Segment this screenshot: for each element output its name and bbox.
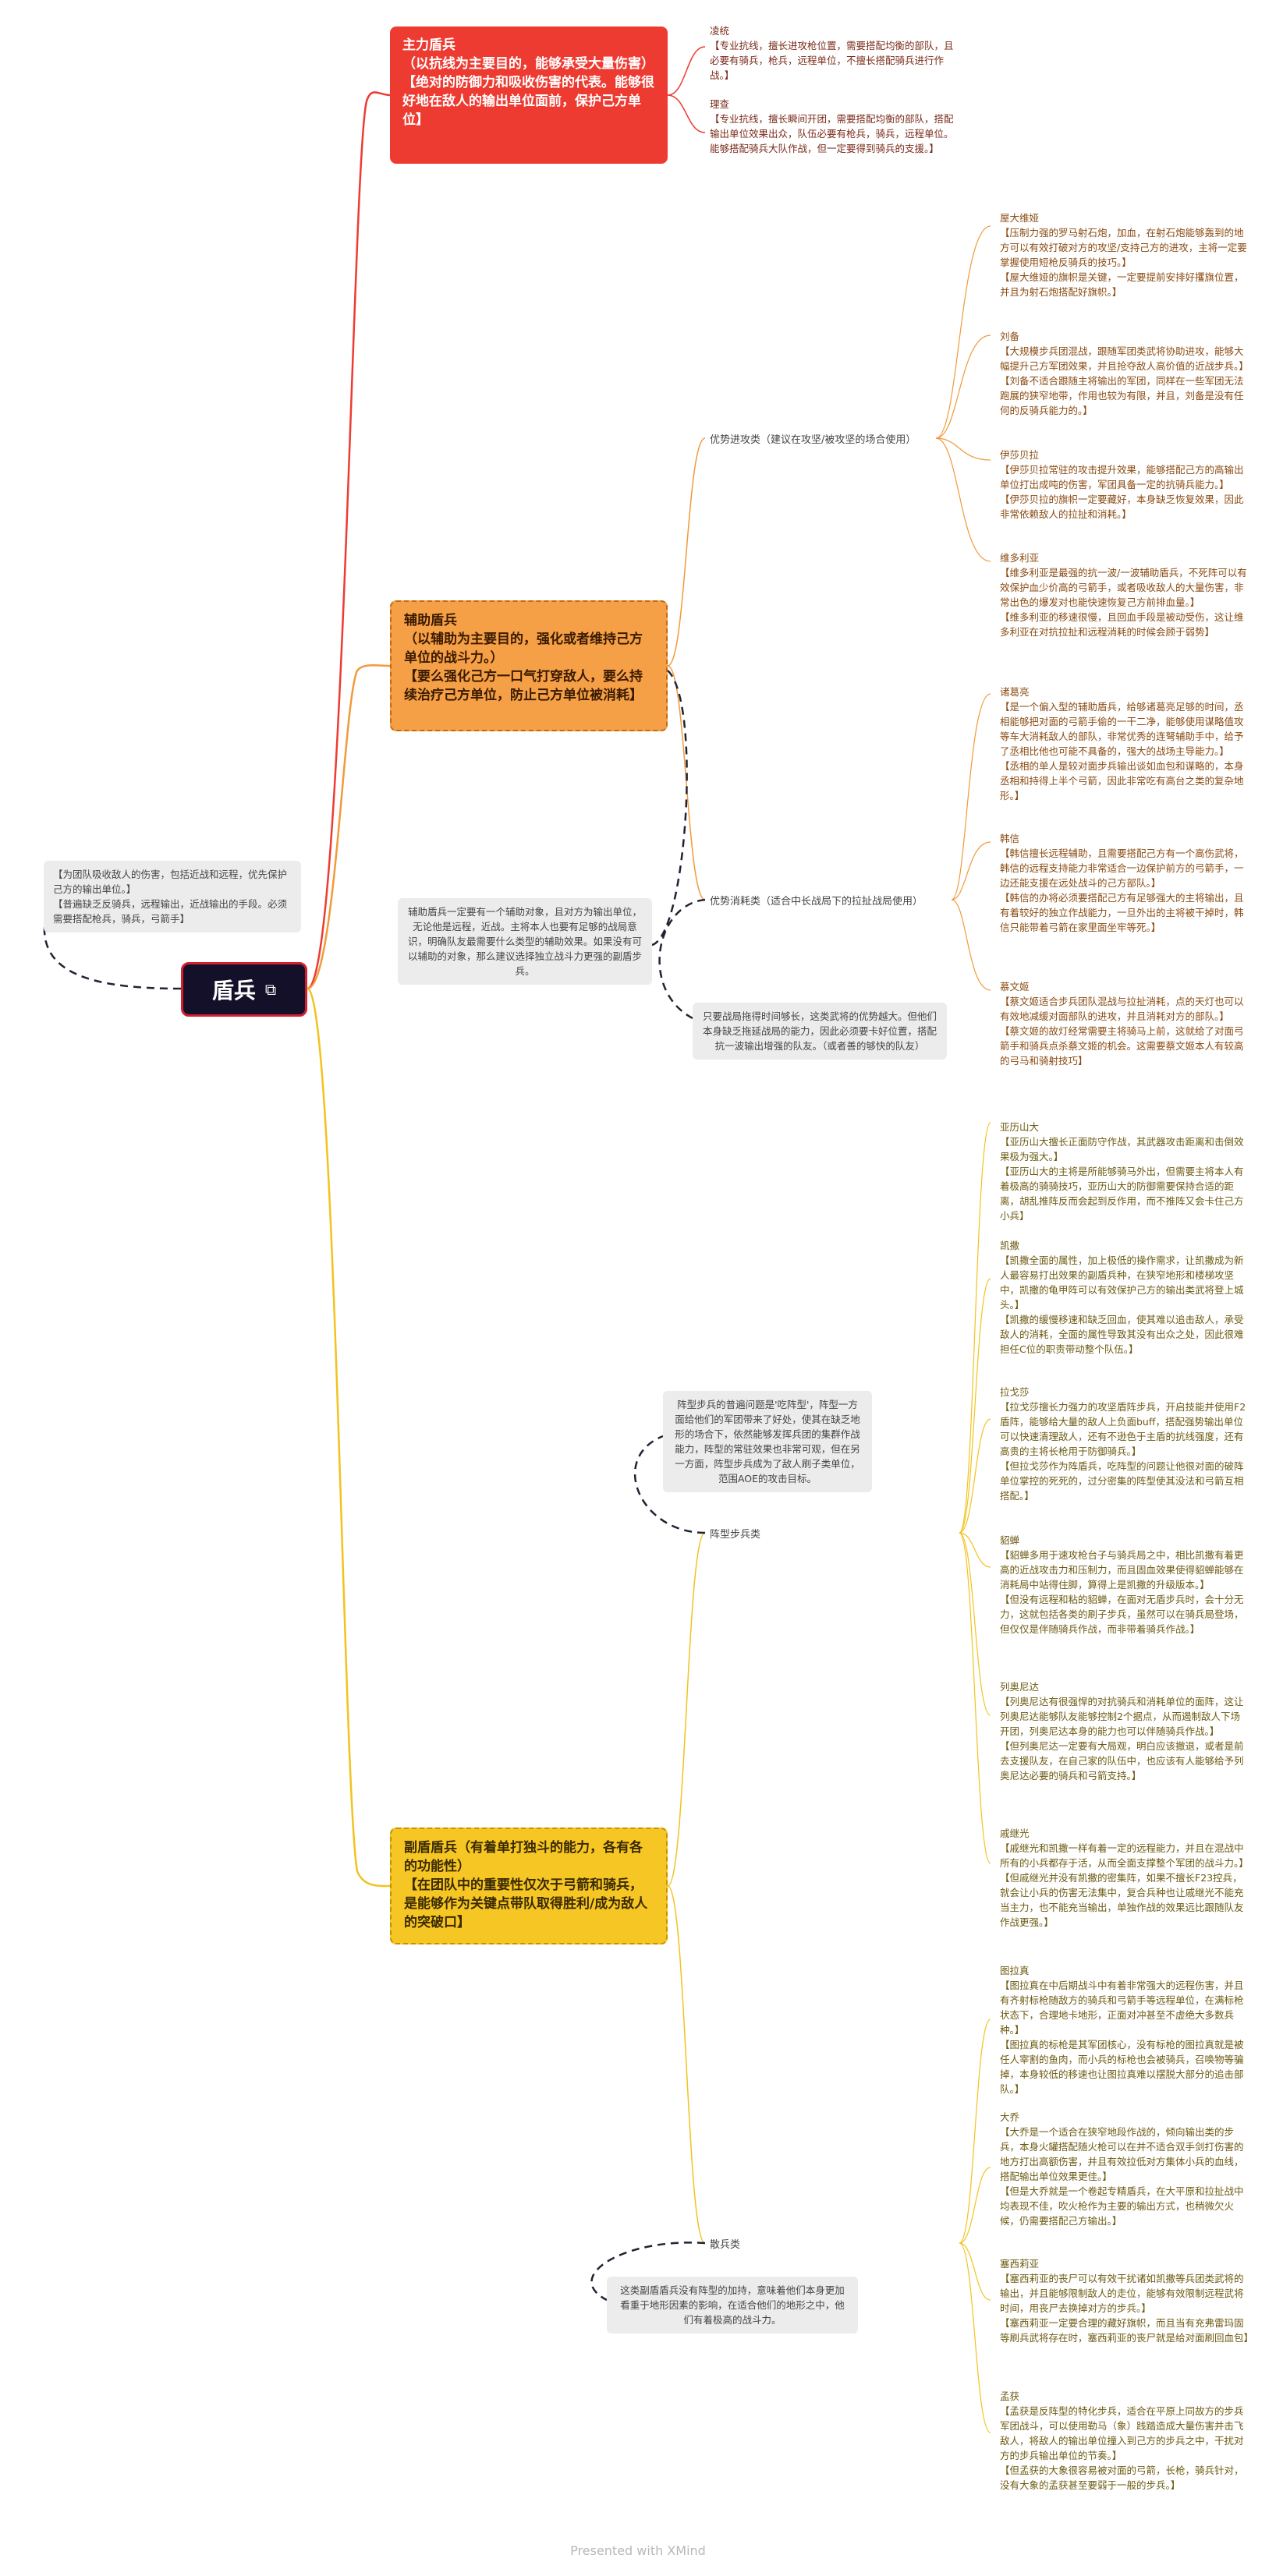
leaf-caesar[interactable]: 凯撒 【凯撒全面的属性，加上极低的操作需求，让凯撒成为新人最容易打出效果的副盾兵…: [1000, 1240, 1244, 1355]
m3-note-loose: 这类副盾盾兵没有阵型的加持，意味着他们本身更加看重于地形因素的影响，在适合他们的…: [607, 2277, 858, 2334]
leaf-trajan[interactable]: 图拉真 【图拉真在中后期战斗中有着非常强大的远程伤害，并且有齐射标枪随敌方的骑兵…: [1000, 1965, 1244, 2095]
sub-formation[interactable]: 阵型步兵类: [710, 1529, 761, 1541]
leaf-seondeok[interactable]: 塞西莉亚 【塞西莉亚的丧尸可以有效干扰诸如凯撒等兵团类武将的输出，并且能够限制敌…: [1000, 2258, 1254, 2344]
sub-sustain[interactable]: 优势消耗类（适合中长战局下的拉扯战局使用）: [710, 896, 923, 908]
m2-note-connector: [651, 670, 688, 947]
main-topic-support-shield[interactable]: 辅助盾兵 （以辅助为主要目的，强化或者维持己方单位的战斗力。） 【要么强化己方一…: [390, 600, 668, 731]
leaf-zhugeliang[interactable]: 诸葛亮 【是一个偏入型的辅助盾兵，给够诸葛亮足够的时间，丞相能够把对面的弓箭手偷…: [1000, 686, 1244, 801]
main-topic-secondary-shield[interactable]: 副盾盾兵（有着单打独斗的能力，各有各的功能性） 【在团队中的重要性仅次于弓箭和骑…: [390, 1828, 668, 1944]
m2-note-left: 辅助盾兵一定要有一个辅助对象，且对方为输出单位，无论他是远程，近战。主将本人也要…: [398, 898, 652, 985]
leaf-hanxin[interactable]: 韩信 【韩信擅长远程辅助，且需要搭配己方有一个高伤武将，韩信的远程支持能力非常适…: [1000, 833, 1244, 933]
branch-m2: [307, 664, 391, 990]
sub-loose[interactable]: 散兵类: [710, 2239, 741, 2251]
link-icon[interactable]: ⧉: [264, 980, 277, 999]
leaf-diaochan[interactable]: 貂蝉 【貂蝉多用于速攻枪台子与骑兵局之中，相比凯撒有着更高的近战攻击力和压制力，…: [1000, 1534, 1244, 1635]
sub-offense[interactable]: 优势进攻类（建议在攻坚/被攻坚的场合使用）: [710, 434, 916, 446]
leaf-lagertha[interactable]: 拉戈莎 【拉戈莎擅长力强力的攻坚盾阵步兵，开启技能并使用F2盾阵，能够给大量的敌…: [1000, 1386, 1246, 1502]
branch-m1: [307, 91, 391, 990]
leaf-isabella[interactable]: 伊莎贝拉 【伊莎贝拉常驻的攻击提升效果，能够搭配己方的高输出单位打出成吨的伤害，…: [1000, 449, 1244, 520]
leaf-victoria[interactable]: 维多利亚 【维多利亚是最强的抗一波/一波辅助盾兵，不死阵可以有效保护血少价高的弓…: [1000, 552, 1247, 638]
leaf-octavia[interactable]: 屋大维娅 【压制力强的罗马射石炮，加血，在射石炮能够轰到的地方可以有效打破对方的…: [1000, 212, 1247, 298]
leaf-alexander[interactable]: 亚历山大 【亚历山大擅长正面防守作战，其武器攻击距离和击倒效果极为强大。】 【亚…: [1000, 1121, 1244, 1222]
root-note: 【为团队吸收敌人的伤害，包括近战和远程，优先保护己方的输出单位。】 【普遍缺乏反…: [44, 861, 301, 932]
m3-note-formation: 阵型步兵的普遍问题是'吃阵型'，阵型一方面给他们的军团带来了好处，使其在缺乏地形…: [663, 1391, 872, 1492]
root-topic[interactable]: 盾兵 ⧉: [181, 962, 307, 1017]
leaf-richard[interactable]: 理查 【专业抗线，擅长瞬间开团，需要搭配均衡的部队，搭配输出单位效果出众，队伍必…: [710, 98, 954, 154]
branch-m3: [306, 987, 391, 1888]
leaf-lingtong[interactable]: 凌统 【专业抗线，擅长进攻枪位置，需要搭配均衡的部队，且必要有骑兵，枪兵，远程单…: [710, 25, 954, 81]
leaf-leonidas[interactable]: 列奥尼达 【列奥尼达有很强悍的对抗骑兵和消耗单位的面阵，这让列奥尼达能够队友能够…: [1000, 1681, 1244, 1782]
leaf-menghuo[interactable]: 孟获 【孟获是反阵型的特化步兵，适合在平原上同故方的步兵军团战斗，可以使用勒马（…: [1000, 2390, 1244, 2491]
footer-credit: Presented with XMind: [570, 2543, 706, 2558]
leaf-liubei[interactable]: 刘备 【大规模步兵团混战，跟随军团类武将协助进攻，能够大幅提升己方军团效果，并且…: [1000, 331, 1249, 416]
leaf-caiwenji[interactable]: 慕文姬 【蔡文姬适合步兵团队混战与拉扯消耗，点的天灯也可以有效地减缓对面部队的进…: [1000, 981, 1244, 1067]
main-topic-core-shield[interactable]: 主力盾兵 （以抗线为主要目的，能够承受大量伤害） 【绝对的防御力和吸收伤害的代表…: [390, 27, 668, 164]
leaf-qijiguang[interactable]: 戚继光 【戚继光和凯撒一样有着一定的远程能力，并且在混战中所有的小兵都存于活，从…: [1000, 1828, 1249, 1928]
root-note-connector: [43, 910, 182, 990]
root-title: 盾兵: [211, 978, 256, 1003]
m2-note-right: 只要战局拖得时间够长，这类武将的优势越大。但他们本身缺乏拖延战局的能力，因此必须…: [693, 1003, 947, 1060]
leaf-daqiao[interactable]: 大乔 【大乔是一个适合在狭窄地段作战的，倾向输出类的步兵，本身火罐搭配随火枪可以…: [1000, 2111, 1244, 2227]
